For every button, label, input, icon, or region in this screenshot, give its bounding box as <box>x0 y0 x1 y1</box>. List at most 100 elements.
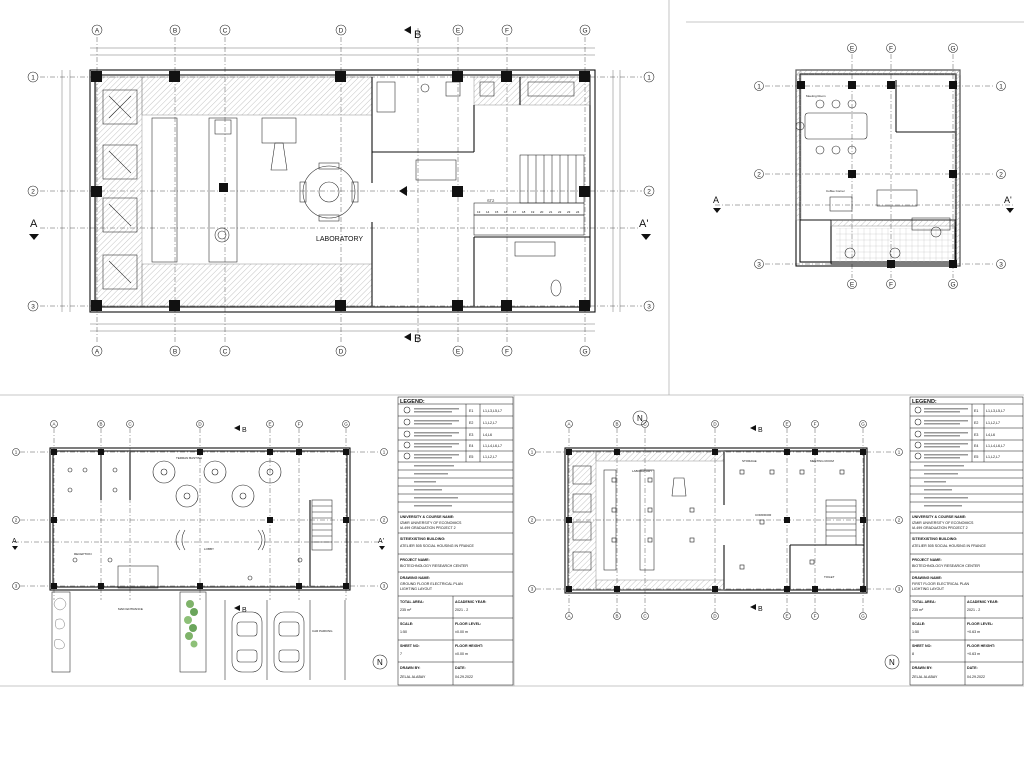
grid-label: B <box>615 422 618 427</box>
site-label: SITE/EXISTING BUILDING: <box>400 537 445 541</box>
drawing-value: LIGHTING LAYOUT <box>912 587 945 591</box>
grid-label: 1 <box>531 450 534 455</box>
floor-level-value: ±0.00 m <box>455 630 468 634</box>
grid-label: 3 <box>15 584 18 589</box>
site-value: ATELIER 505 SOCIAL HOUSING IN FRANCE <box>400 544 474 548</box>
grid-label: A <box>567 422 570 427</box>
grid-bubbles-small: E F G E F G 1 2 3 1 2 3 <box>754 43 1006 289</box>
walls-fe <box>564 447 868 594</box>
grid-label: E <box>785 614 788 619</box>
legend-code: E4 <box>974 444 978 448</box>
room-label-corridor: CORRIDOR <box>755 513 772 517</box>
walls-small <box>795 69 961 267</box>
section-label: B <box>758 606 763 613</box>
section-label: A <box>12 538 17 545</box>
total-area-label: TOTAL AREA: <box>400 600 424 604</box>
legend-title: LEGEND: <box>912 399 937 405</box>
scale-value: 1:50 <box>912 630 919 634</box>
legend-circuit: L1,L3,L5,L7 <box>483 409 502 413</box>
stair-number: 23 <box>567 210 571 214</box>
drawn-value: ZELAL ALABAY <box>912 675 938 679</box>
project-value: BIOTECHNOLOGY RESEARCH CENTER <box>912 564 980 568</box>
section-markers-small: A A' <box>713 195 1014 213</box>
drawn-label: DRAWN BY: <box>912 666 933 670</box>
plan-ground-electrical: A B C D E F G 1 2 3 1 2 3 B B A A' <box>12 420 388 680</box>
north-arrow-ge: N <box>372 654 388 670</box>
grid-label: D <box>339 27 344 34</box>
section-marker-b-top: B <box>404 26 421 41</box>
floor-height-label: FLOOR HEIGHT: <box>455 644 483 648</box>
scale-label: SCALE: <box>400 622 413 626</box>
stair-number: 19 <box>531 210 535 214</box>
light-fixtures-fe <box>611 469 845 570</box>
section-label: B <box>414 29 421 41</box>
grid-label: A <box>52 422 55 427</box>
stair-number: 14 <box>486 210 490 214</box>
legend-circuit: L1,L4,L6,L7 <box>483 444 502 448</box>
section-label: B <box>242 427 247 434</box>
partitions <box>371 77 590 306</box>
grid-bubbles-sides: 1 2 3 1 2 3 <box>27 71 655 312</box>
grid-bubbles-bottom: A B C D E F G <box>91 345 591 357</box>
room-label-coffee: Coffee Corner <box>826 189 845 193</box>
legend-rows-1: E1 E2 E3 E4 E5 L1,L3,L5,L7 L1,L2,L7 L4,L… <box>398 404 513 463</box>
floor-height-value: ±0.00 m <box>455 652 468 656</box>
academic-label: ACADEMIC YEAR: <box>455 600 486 604</box>
section-label: A' <box>378 538 384 545</box>
section-label: A <box>30 218 38 230</box>
dimension-lines <box>61 47 621 332</box>
room-label-meeting: Meeting Room <box>806 94 826 98</box>
columns-small <box>797 81 957 268</box>
washroom-fixtures <box>376 81 575 297</box>
room-label-laboratory-fe: LABORATORY <box>632 469 652 473</box>
grid-label: 1 <box>647 74 651 81</box>
section-label: B <box>242 607 247 614</box>
legend-circuit: L1,L2,L7 <box>483 421 497 425</box>
legend-code: E5 <box>469 455 473 459</box>
grid-label: 1 <box>31 74 35 81</box>
grid-label: 2 <box>647 188 651 195</box>
academic-value: 2021 - 2 <box>967 608 980 612</box>
section-markers-ge: B B A A' <box>12 425 385 614</box>
grid-label: G <box>950 45 955 52</box>
drawing-label: DRAWING NAME: <box>400 576 430 580</box>
section-label: A' <box>639 218 648 230</box>
legend-circuit: L1,L3,L5,L7 <box>986 409 1005 413</box>
grid-label: F <box>814 422 817 427</box>
course-value: IA 499 GRADUATION PROJECT 2 <box>912 526 968 530</box>
stairs-label: ST2 <box>487 198 495 203</box>
grid-label: G <box>861 614 865 619</box>
north-letter: N <box>889 658 895 667</box>
date-label: DATE: <box>455 666 466 670</box>
grid-label: F <box>505 348 509 355</box>
grid-label: G <box>344 422 348 427</box>
grid-label: B <box>99 422 102 427</box>
date-label: DATE: <box>967 666 978 670</box>
grid-label: F <box>889 281 893 288</box>
project-label: PROJECT NAME: <box>912 558 942 562</box>
plan-ground-large: A B C D E F G A B C D E F G 1 2 3 1 2 3 <box>27 24 655 357</box>
legend-code: E2 <box>469 421 473 425</box>
legend-rows-2: E1 E2 E3 E4 E5 L1,L3,L5,L7 L1,L2,L7 L4,L… <box>910 404 1023 463</box>
room-label-car-parking: CAR PARKING <box>312 629 333 633</box>
grid-label: D <box>339 348 344 355</box>
grid-label: B <box>615 614 618 619</box>
legend-circuit: L4,L6 <box>483 433 492 437</box>
drawing-value: GROUND FLOOR ELECTRICAL PLAN <box>400 582 463 586</box>
university-label: UNIVERSITY & COURSE NAME: <box>400 515 454 519</box>
project-value: BIOTECHNOLOGY RESEARCH CENTER <box>400 564 468 568</box>
grid-label: A <box>95 27 100 34</box>
grid-label: F <box>814 614 817 619</box>
grid-label: E <box>456 27 461 34</box>
legend-code: E4 <box>469 444 473 448</box>
grid-bubbles-top: A B C D E F G <box>91 24 591 36</box>
legend-circuit: L1,L2,L7 <box>986 421 1000 425</box>
grid-label: 1 <box>898 450 901 455</box>
section-marker-a-prime: A' <box>639 218 651 240</box>
section-label: B <box>758 427 763 434</box>
grid-label: 1 <box>15 450 18 455</box>
sheet-value: 8 <box>912 652 914 656</box>
site-label: SITE/EXISTING BUILDING: <box>912 537 957 541</box>
floor-level-label: FLOOR LEVEL: <box>967 622 993 626</box>
grid-label: G <box>582 348 587 355</box>
